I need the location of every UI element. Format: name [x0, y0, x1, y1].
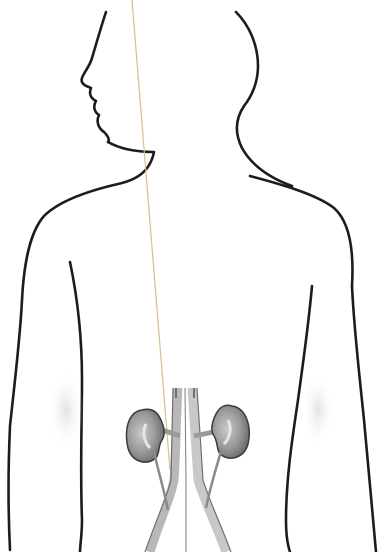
vessel-center-line — [185, 388, 186, 552]
left-ureter — [154, 452, 168, 510]
right-side-shading — [302, 372, 334, 448]
right-shoulder — [250, 176, 352, 286]
head-profile — [82, 12, 109, 142]
left-shoulder — [22, 142, 154, 300]
body-outline — [9, 12, 377, 552]
right-arm-outer — [352, 286, 376, 552]
left-arm-outer — [9, 300, 23, 550]
right-ureter — [206, 448, 222, 508]
pointer-line — [132, 0, 170, 470]
left-side-shading — [48, 370, 84, 450]
head-back — [236, 12, 292, 186]
kidney-group — [127, 388, 250, 552]
